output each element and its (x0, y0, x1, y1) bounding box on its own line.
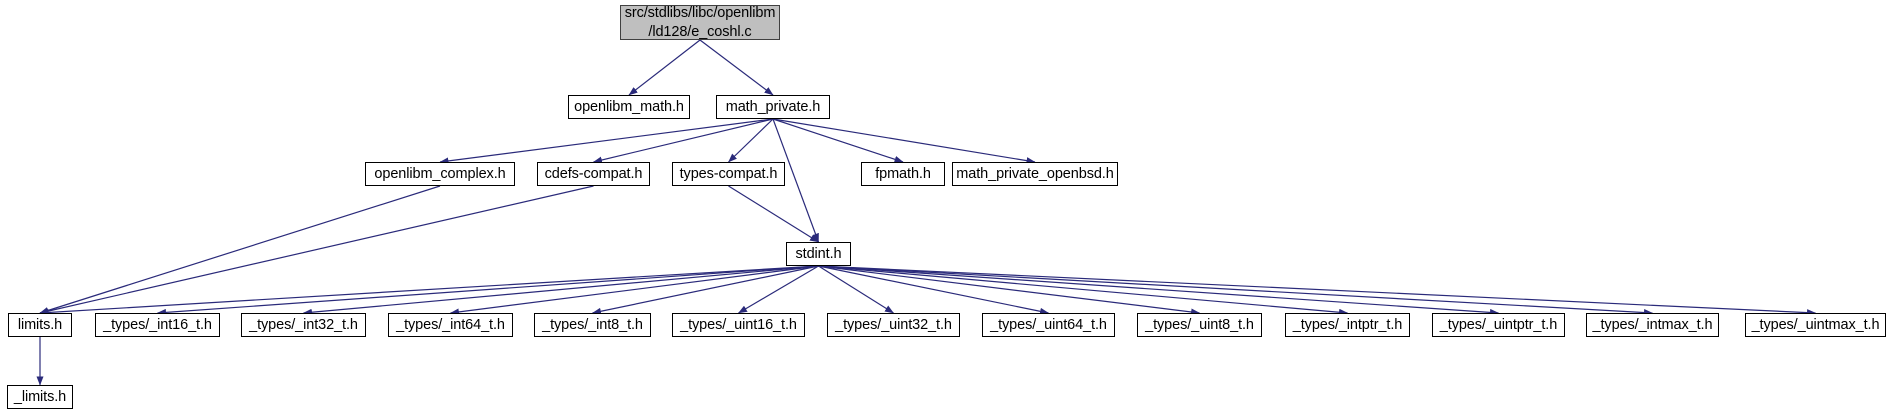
graph-node-int64[interactable]: _types/_int64_t.h (388, 313, 513, 337)
graph-node-uint16[interactable]: _types/_uint16_t.h (672, 313, 805, 337)
graph-node-_limits[interactable]: _limits.h (7, 385, 73, 409)
edge-stdint-to-uint16 (738, 265, 819, 314)
graph-node-intptr[interactable]: _types/_intptr_t.h (1285, 313, 1410, 337)
graph-node-uint8[interactable]: _types/_uint8_t.h (1137, 313, 1262, 337)
edge-stdint-to-uint32 (818, 265, 894, 314)
graph-node-uint32[interactable]: _types/_uint32_t.h (827, 313, 960, 337)
graph-node-limits[interactable]: limits.h (8, 313, 72, 337)
edge-cdefs_compat-to-limits (39, 185, 594, 315)
graph-node-intmax[interactable]: _types/_intmax_t.h (1586, 313, 1719, 337)
graph-node-openlibm_complex[interactable]: openlibm_complex.h (365, 162, 515, 186)
graph-node-stdint[interactable]: stdint.h (786, 242, 851, 266)
edge-types_compat-to-stdint (728, 185, 819, 243)
edge-openlibm_complex-to-limits (39, 185, 441, 314)
graph-node-uintmax[interactable]: _types/_uintmax_t.h (1745, 313, 1886, 337)
graph-node-uintptr[interactable]: _types/_uintptr_t.h (1432, 313, 1565, 337)
edge-stdint-to-limits (39, 265, 819, 316)
edge-math_private-to-math_private_obsd (772, 118, 1036, 165)
graph-node-int32[interactable]: _types/_int32_t.h (241, 313, 366, 337)
graph-node-math_private_obsd[interactable]: math_private_openbsd.h (952, 162, 1118, 186)
edge-math_private-to-cdefs_compat (593, 118, 774, 164)
graph-node-openlibm_math[interactable]: openlibm_math.h (568, 95, 690, 119)
edge-stdint-to-uint64 (818, 265, 1049, 315)
graph-node-int16[interactable]: _types/_int16_t.h (95, 313, 220, 337)
edge-stdint-to-int64 (450, 265, 819, 316)
edge-stdint-to-intptr (818, 265, 1348, 316)
edge-stdint-to-uint8 (818, 265, 1200, 316)
edge-stdint-to-int8 (592, 265, 819, 315)
graph-node-fpmath[interactable]: fpmath.h (861, 162, 945, 186)
edge-stdint-to-uintmax (818, 265, 1816, 317)
edge-math_private-to-openlibm_complex (439, 118, 774, 165)
graph-node-cdefs_compat[interactable]: cdefs-compat.h (537, 162, 650, 186)
graph-node-root[interactable]: src/stdlibs/libc/openlibm /ld128/e_coshl… (620, 5, 780, 40)
edge-stdint-to-int32 (303, 265, 819, 316)
edge-root-to-math_private (699, 39, 774, 96)
graph-node-uint64[interactable]: _types/_uint64_t.h (982, 313, 1115, 337)
edge-math_private-to-types_compat (728, 118, 774, 163)
edge-stdint-to-uintptr (818, 265, 1499, 316)
edge-stdint-to-intmax (818, 265, 1653, 317)
edge-math_private-to-fpmath (772, 118, 904, 163)
graph-node-math_private[interactable]: math_private.h (716, 95, 830, 119)
graph-node-int8[interactable]: _types/_int8_t.h (534, 313, 651, 337)
edge-stdint-to-int16 (157, 265, 819, 316)
graph-node-types_compat[interactable]: types-compat.h (672, 162, 785, 186)
edge-root-to-openlibm_math (628, 39, 701, 96)
